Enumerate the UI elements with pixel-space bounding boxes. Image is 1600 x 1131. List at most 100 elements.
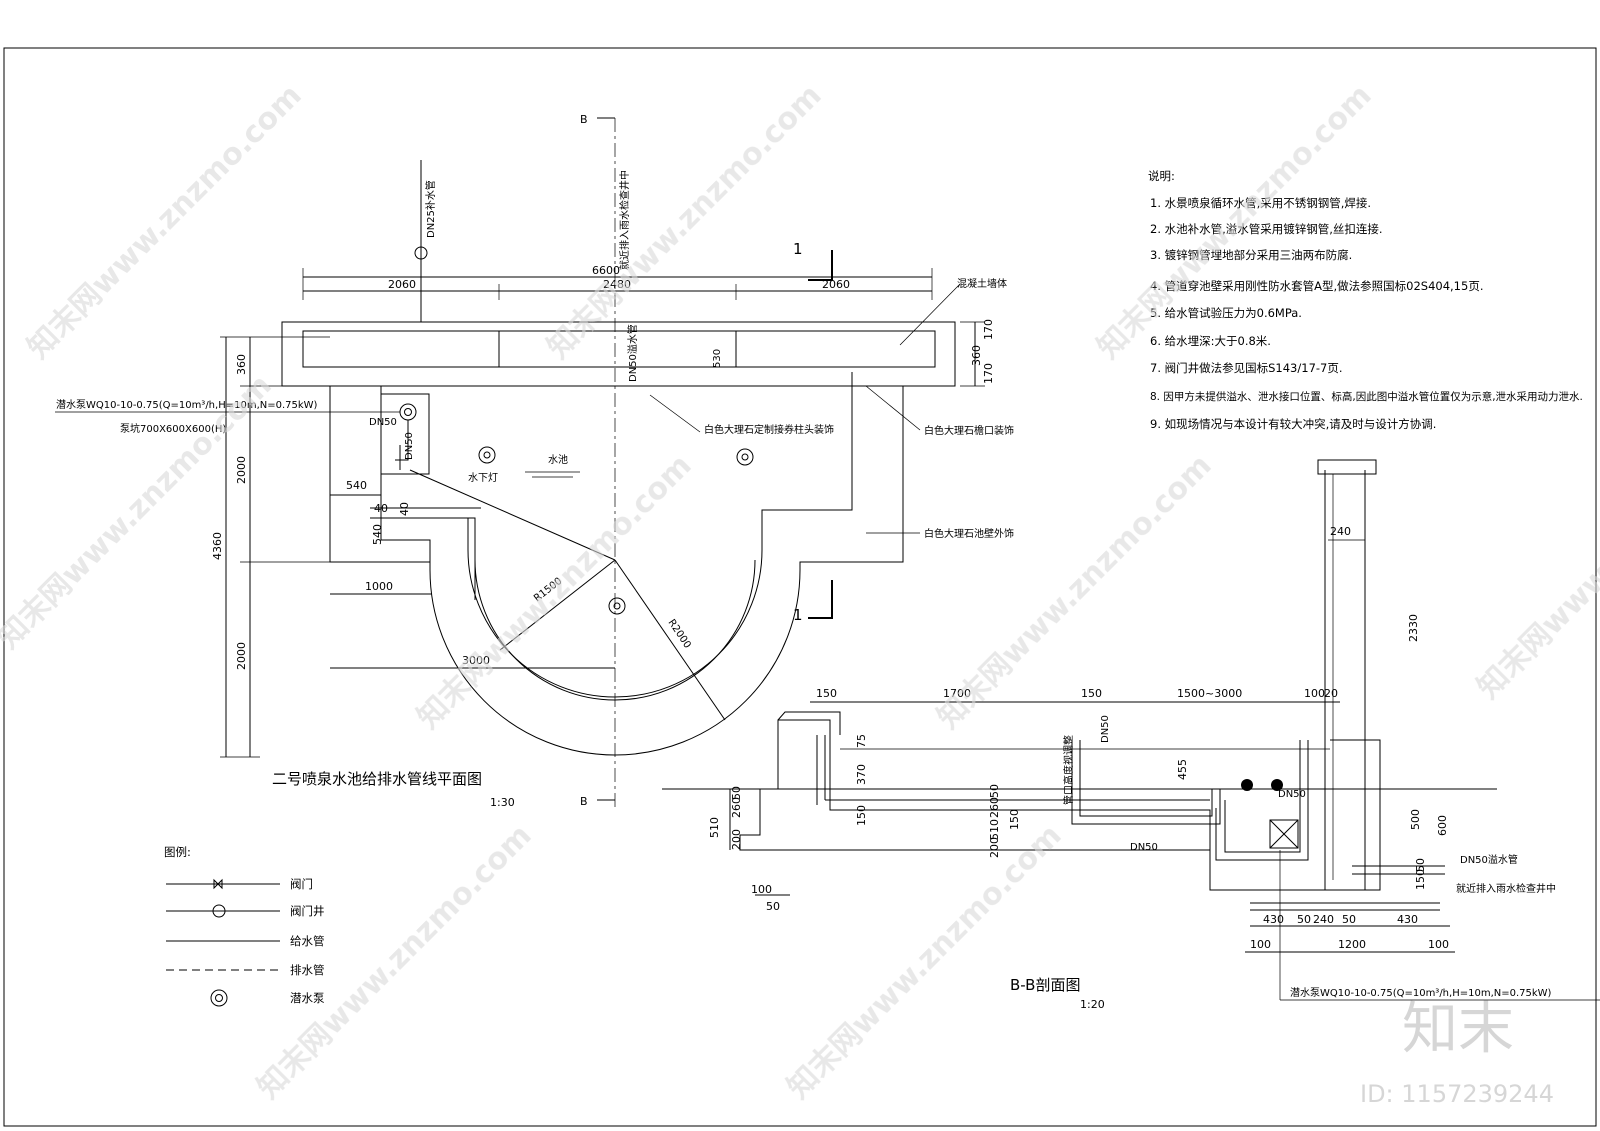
sec-dim-240: 240 <box>1330 525 1351 538</box>
pump-dn50-label: DN50 <box>404 432 415 460</box>
note-9: 9. 如现场情况与本设计有较大冲突,请及时与设计方协调. <box>1150 417 1436 431</box>
sec-dim-150a: 150 <box>816 687 837 700</box>
note-1: 1. 水景喷泉循环水管,采用不锈钢钢管,焊接. <box>1150 196 1371 210</box>
legend-pump: 潜水泵 <box>290 991 325 1005</box>
section-label-b-top: B <box>580 113 588 126</box>
section-scale: 1:20 <box>1080 998 1105 1011</box>
note-7: 7. 阀门井做法参见国标S143/17-7页. <box>1150 361 1343 375</box>
sec-dn50-horizontal: DN50 <box>1130 842 1158 853</box>
notes-block: 说明: 1. 水景喷泉循环水管,采用不锈钢钢管,焊接. 2. 水池补水管,溢水管… <box>1148 169 1583 431</box>
pit-label: 泵坑700X600X600(H) <box>120 422 226 435</box>
watermark-text: 知末网www.znzmo.com <box>251 818 539 1106</box>
legend-valve-well: 阀门井 <box>290 904 325 918</box>
plan-title: 二号喷泉水池给排水管线平面图 <box>272 770 482 788</box>
dim-right-170a: 170 <box>982 319 995 340</box>
sec-dim-200b: 200 <box>988 837 1001 858</box>
pump-pit-section <box>1209 739 1381 891</box>
dim-right-360: 360 <box>970 345 983 366</box>
section-label-1-bottom: 1 <box>793 606 803 624</box>
cornice-inner <box>302 330 936 368</box>
pump-section-icon <box>1269 819 1299 849</box>
pump-section-icon-cross <box>1269 819 1299 849</box>
underwater-light-label: 水下灯 <box>468 472 498 484</box>
legend-pump-icon-core <box>215 994 223 1002</box>
sec-dim-50b: 50 <box>988 784 1001 798</box>
note-6: 6. 给水埋深:大于0.8米. <box>1150 334 1271 348</box>
sec-dim-510: 510 <box>708 817 721 838</box>
sec-dim-pipe-150: 150 <box>1414 869 1427 890</box>
sec-dim-20: 20 <box>1324 687 1338 700</box>
watermark-text: 知末网www.znzmo.com <box>21 78 309 366</box>
notes-title: 说明: <box>1148 169 1175 183</box>
nozzle-icon <box>736 448 754 466</box>
valve-well-icon <box>414 246 428 260</box>
sec-dim-500: 500 <box>1409 809 1422 830</box>
dim-40a: 40 <box>374 502 388 515</box>
sec-dim-pipe-50: 50 <box>1414 858 1427 872</box>
valve-section-icon <box>1241 779 1253 791</box>
legend-valve: 阀门 <box>290 877 313 891</box>
dim-540a: 540 <box>346 479 367 492</box>
pump-pit <box>380 393 430 475</box>
sec-rain-label: 就近排入雨水检查井中 <box>1456 882 1556 895</box>
sec-dim-510b: 510 <box>988 819 1001 840</box>
nozzle-icon-core <box>741 453 749 461</box>
section-label-1-top: 1 <box>793 240 803 258</box>
pipe-dn50-a <box>1071 740 1221 825</box>
watermark-text: 知末网www.znzmo.com <box>1471 418 1600 706</box>
sec-pipe-top: 管口高度视调整 <box>1062 735 1075 805</box>
dim-top-2: 2480 <box>603 278 631 291</box>
watermark-text: 知末网www.znzmo.com <box>411 448 699 736</box>
pump-icon <box>399 403 417 421</box>
dim-left-360: 360 <box>235 354 248 375</box>
callout-wall: 混凝土墙体 <box>957 277 1007 290</box>
watermark-brand: 知末 <box>1402 997 1514 1062</box>
dim-3000: 3000 <box>462 654 490 667</box>
callout-1: 白色大理石定制接券柱头装饰 <box>704 423 834 436</box>
legend-valve-well-icon <box>212 904 226 918</box>
sec-dim-150-left: 150 <box>855 805 868 826</box>
pipe-dn50-c <box>1224 740 1301 853</box>
dim-left-2000a: 2000 <box>235 456 248 484</box>
dim-top-3: 2060 <box>822 278 850 291</box>
sec-dim-600: 600 <box>1436 815 1449 836</box>
supply-pipe-branch <box>370 517 476 600</box>
sec-dn50-valve: DN50 <box>1278 789 1306 800</box>
r2000-label: R2000 <box>666 618 693 651</box>
sec-dim-50c: 50 <box>1297 913 1311 926</box>
callout-leader <box>899 283 961 346</box>
pipe-dn50-d <box>1215 740 1309 861</box>
note-2: 2. 水池补水管,溢水管采用镀锌钢管,丝扣连接. <box>1150 222 1383 236</box>
sec-dim-range: 1500~3000 <box>1177 687 1242 700</box>
legend-drain: 排水管 <box>290 963 325 977</box>
sec-dn50-vertical: DN50 <box>1100 715 1111 743</box>
supply-pipe-diagonal <box>409 469 616 561</box>
sec-dim-260: 260 <box>730 797 743 818</box>
section-label-b-bottom: B <box>580 795 588 808</box>
legend-title: 图例: <box>164 845 191 859</box>
cornice-outer <box>281 321 956 387</box>
watermark-text: 知末网www.znzmo.com <box>931 448 1219 736</box>
plan-scale: 1:30 <box>490 796 515 809</box>
sec-dim-1700: 1700 <box>943 687 971 700</box>
note-3: 3. 镀锌钢管埋地部分采用三油两布防腐. <box>1150 248 1352 262</box>
callout-leader <box>649 394 701 433</box>
section-title: B-B剖面图 <box>1010 976 1080 994</box>
pool-label: 水池 <box>548 453 568 466</box>
underwater-light-icon <box>478 446 496 464</box>
sec-dim-240b: 240 <box>1313 913 1334 926</box>
sec-dim-430a: 430 <box>1263 913 1284 926</box>
sec-dim-100b: 100 <box>1250 938 1271 951</box>
sec-dim-50-left: 50 <box>766 900 780 913</box>
sec-dim-75: 75 <box>855 734 868 748</box>
note-5: 5. 给水管试验压力为0.6MPa. <box>1150 306 1302 320</box>
underwater-light-icon-core <box>483 451 491 459</box>
callout-3: 白色大理石池壁外饰 <box>924 527 1014 540</box>
valve-section-icon <box>1271 779 1283 791</box>
dim-left-2000b: 2000 <box>235 642 248 670</box>
sec-overflow-label: DN50溢水管 <box>1460 853 1518 866</box>
nozzle-icon-core <box>613 602 621 610</box>
sec-dim-455: 455 <box>1176 759 1189 780</box>
sec-dim-260b: 260 <box>988 797 1001 818</box>
